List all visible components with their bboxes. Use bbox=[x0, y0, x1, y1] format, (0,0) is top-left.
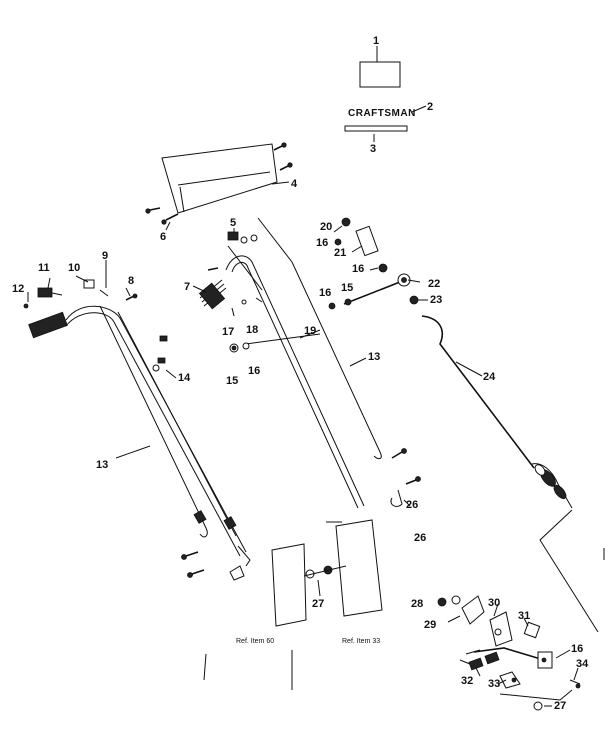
callout-8: 8 bbox=[128, 275, 134, 287]
callout-28: 28 bbox=[411, 598, 423, 610]
bottom-bolts bbox=[181, 551, 245, 581]
hardware-center bbox=[229, 297, 263, 353]
brand-label: CRAFTSMAN bbox=[348, 108, 416, 119]
guide-line bbox=[539, 509, 599, 633]
callout-26-b: 26 bbox=[414, 532, 426, 544]
control-lever bbox=[37, 279, 138, 301]
callout-19: 19 bbox=[304, 325, 316, 337]
leader-lines bbox=[27, 46, 579, 707]
nut bbox=[409, 295, 419, 305]
callout-20: 20 bbox=[320, 221, 332, 233]
callout-13-left: 13 bbox=[96, 459, 108, 471]
callout-1: 1 bbox=[373, 35, 379, 47]
handle-panel bbox=[161, 143, 278, 214]
long-rod bbox=[421, 315, 573, 509]
callout-26-a: 26 bbox=[406, 499, 418, 511]
callout-34: 34 bbox=[576, 658, 589, 670]
callout-21: 21 bbox=[334, 247, 346, 259]
callout-6: 6 bbox=[160, 231, 166, 243]
control-cable-left bbox=[99, 305, 208, 538]
hardware-left bbox=[152, 335, 237, 530]
callout-32: 32 bbox=[461, 675, 473, 687]
callout-16-b: 16 bbox=[316, 237, 328, 249]
ref-item-60: Ref. Item 60 bbox=[236, 638, 274, 645]
callout-18: 18 bbox=[246, 324, 258, 336]
callout-15-right: 15 bbox=[341, 282, 353, 294]
scan-mark-left bbox=[203, 653, 207, 681]
control-rod-assembly bbox=[328, 273, 411, 310]
callout-12: 12 bbox=[12, 283, 24, 295]
spring bbox=[198, 279, 227, 310]
callout-14: 14 bbox=[178, 372, 191, 384]
rod bbox=[117, 311, 237, 537]
callout-16-d: 16 bbox=[319, 287, 331, 299]
screw bbox=[207, 267, 219, 271]
callout-29: 29 bbox=[424, 619, 436, 631]
callout-11: 11 bbox=[38, 262, 50, 274]
small-washer bbox=[23, 303, 29, 309]
lower-handle-left bbox=[65, 305, 251, 567]
grip-spring bbox=[28, 311, 68, 339]
bracket-ref-60 bbox=[271, 543, 307, 627]
callout-4: 4 bbox=[291, 178, 298, 190]
callout-9: 9 bbox=[102, 250, 108, 262]
callout-2: 2 bbox=[427, 101, 433, 113]
callout-24: 24 bbox=[483, 371, 496, 383]
control-cable-right bbox=[257, 217, 382, 460]
callout-16-a: 16 bbox=[248, 365, 260, 377]
bracket-ref-33 bbox=[326, 519, 383, 617]
link bbox=[227, 245, 263, 291]
callout-27-a: 27 bbox=[312, 598, 324, 610]
callout-27-b: 27 bbox=[554, 700, 566, 712]
label-plate bbox=[359, 61, 401, 88]
pivot-hardware bbox=[303, 565, 347, 579]
shaft-assembly bbox=[334, 217, 388, 273]
callout-17: 17 bbox=[222, 326, 234, 338]
callout-16-e: 16 bbox=[571, 643, 583, 655]
callout-33: 33 bbox=[488, 678, 500, 690]
callout-16-c: 16 bbox=[352, 263, 364, 275]
bolt-set bbox=[145, 142, 293, 225]
linkage-assembly bbox=[437, 595, 581, 711]
hook-bolts bbox=[390, 448, 421, 507]
callout-30: 30 bbox=[488, 597, 500, 609]
cable-clip bbox=[227, 231, 258, 244]
callout-23: 23 bbox=[430, 294, 442, 306]
callout-7: 7 bbox=[184, 281, 190, 293]
callout-5: 5 bbox=[230, 217, 236, 229]
decal-strip bbox=[344, 125, 408, 132]
upper-handle-right bbox=[225, 255, 365, 509]
callout-13-right: 13 bbox=[368, 351, 380, 363]
callout-15-left: 15 bbox=[226, 375, 238, 387]
callout-31: 31 bbox=[518, 610, 530, 622]
callout-22: 22 bbox=[428, 278, 440, 290]
ref-item-33: Ref. Item 33 bbox=[342, 638, 380, 645]
callout-labels: 1 2 3 4 5 6 7 8 9 10 11 12 13 13 14 15 1… bbox=[12, 35, 589, 712]
callout-10: 10 bbox=[68, 262, 80, 274]
rod-19 bbox=[245, 333, 321, 345]
callout-3: 3 bbox=[370, 143, 376, 155]
